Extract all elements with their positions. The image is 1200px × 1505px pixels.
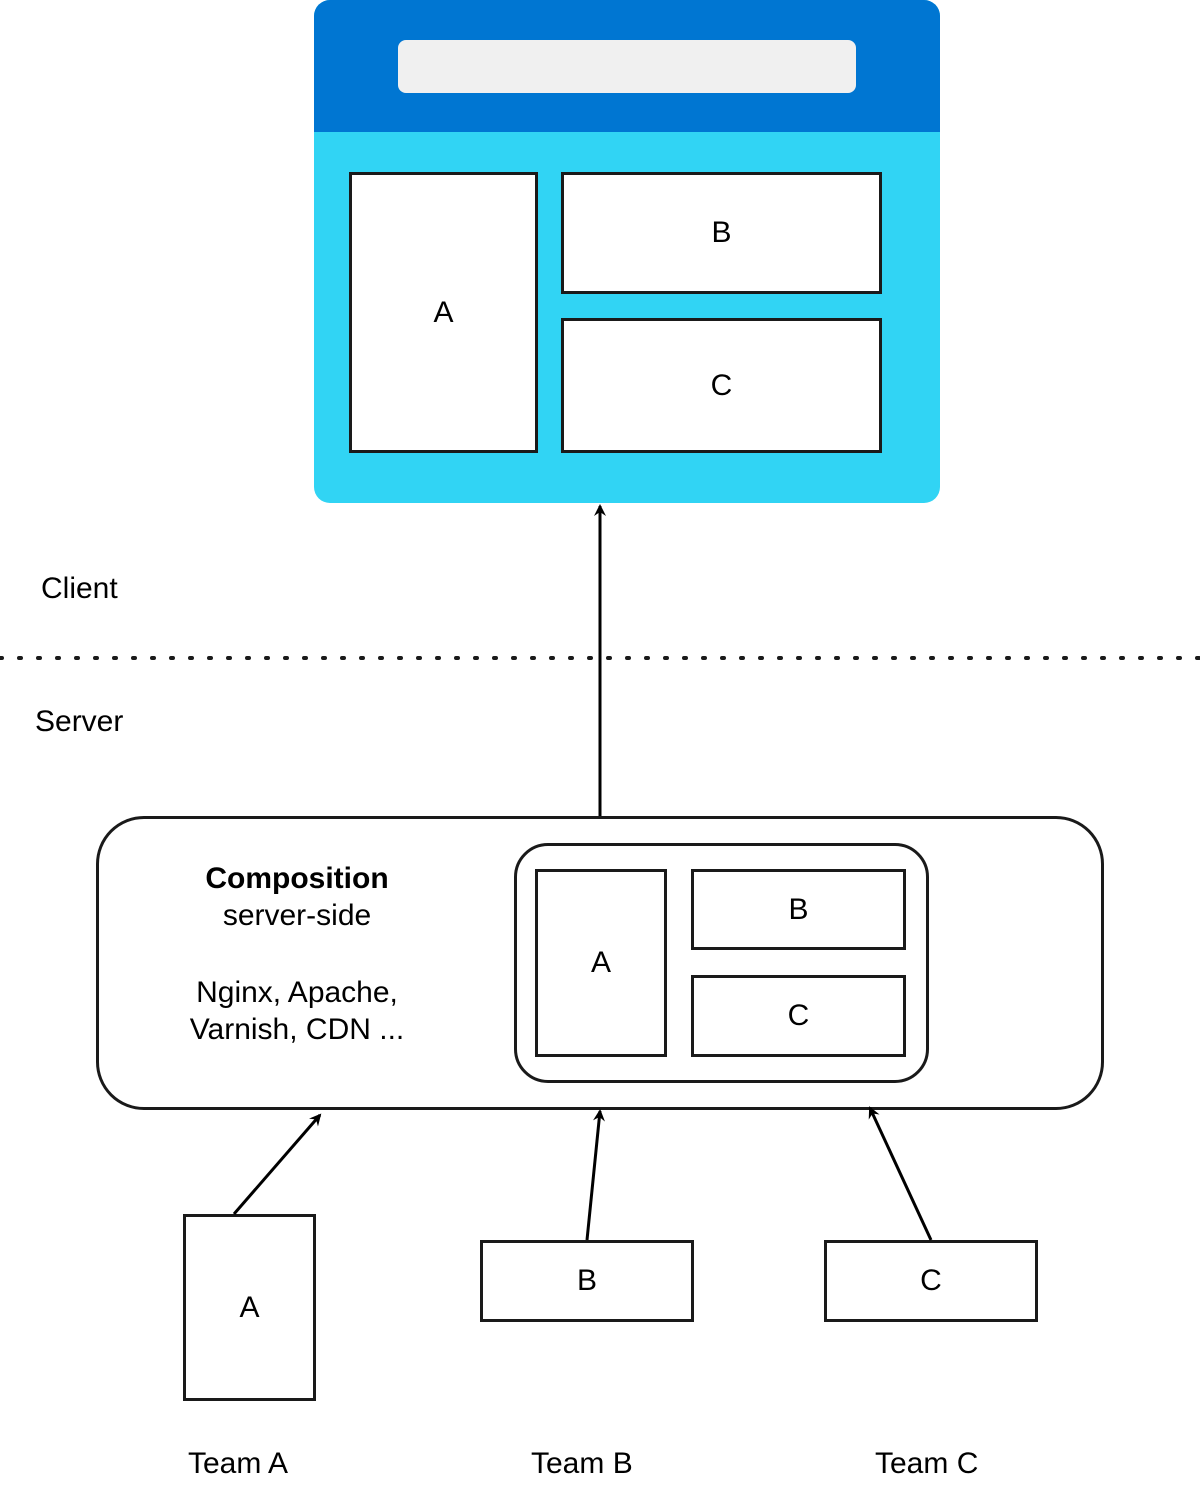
browser-fragment-b-label: B (711, 216, 732, 249)
composed-fragment-a: A (535, 869, 667, 1057)
browser-fragment-a-label: A (433, 295, 454, 329)
team-b-fragment-label: B (576, 1264, 597, 1297)
team-b-name: Team B (531, 1447, 633, 1480)
server-label: Server (35, 705, 124, 738)
arrow-team-b-to-composition (585, 1109, 605, 1241)
arrow-team-c-to-composition (868, 1106, 933, 1241)
browser-fragment-c: C (561, 318, 882, 453)
team-a-fragment-label: A (239, 1290, 260, 1324)
composed-fragment-a-label: A (590, 946, 611, 979)
composed-fragment-b: B (691, 869, 906, 950)
composition-description: Composition server-side Nginx, Apache, V… (96, 860, 498, 1048)
composition-subtitle: server-side (222, 899, 372, 932)
address-bar (398, 40, 856, 93)
arrow-team-a-to-composition (232, 1113, 322, 1215)
browser-fragment-b: B (561, 172, 882, 294)
composed-fragment-b-label: B (788, 892, 809, 926)
team-b-fragment: B (480, 1240, 694, 1322)
composed-fragment-c: C (691, 975, 906, 1057)
composition-tools-line1: Nginx, Apache, (196, 976, 398, 1009)
team-c-fragment-label: C (920, 1264, 942, 1297)
team-c-name: Team C (875, 1447, 979, 1480)
team-c-fragment: C (824, 1240, 1038, 1322)
browser-fragment-c-label: C (710, 368, 733, 402)
browser-fragment-a: A (349, 172, 538, 453)
composed-fragment-c-label: C (787, 999, 810, 1032)
client-label: Client (41, 572, 118, 605)
composition-title: Composition (205, 862, 389, 895)
team-a-name: Team A (188, 1447, 289, 1480)
composition-tools-line2: Varnish, CDN ... (189, 1013, 405, 1046)
team-a-fragment: A (183, 1214, 316, 1401)
